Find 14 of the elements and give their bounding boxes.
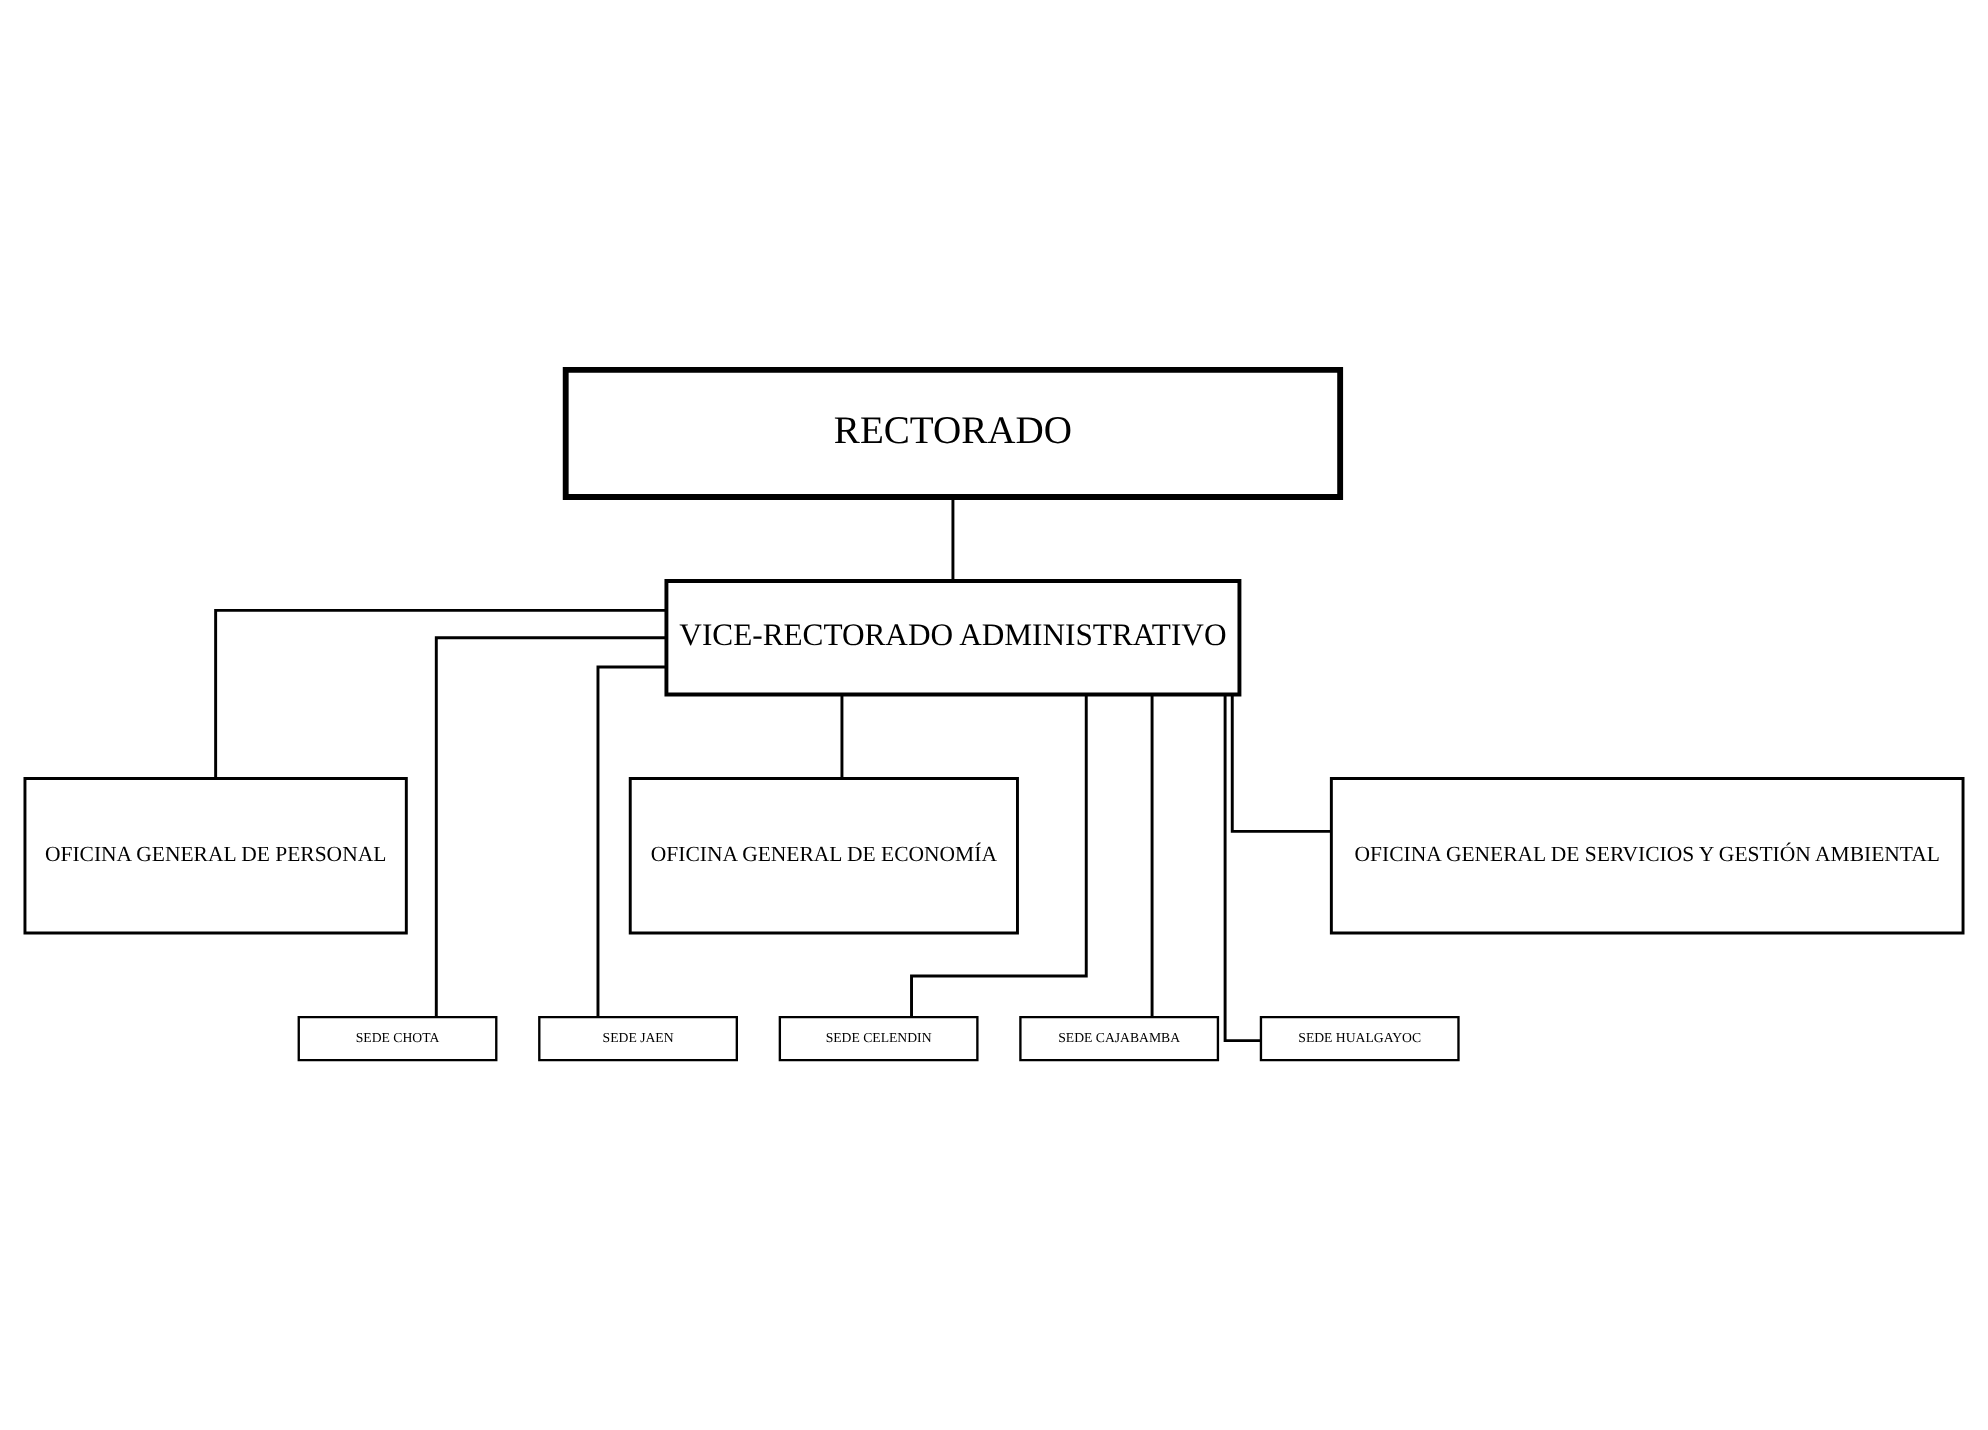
connector	[951, 497, 955, 581]
connector	[1150, 695, 1154, 1017]
node-box: OFICINA GENERAL DE PERSONAL	[23, 777, 408, 935]
node-box: VICE-RECTORADO ADMINISTRATIVO	[664, 579, 1242, 697]
node-box: OFICINA GENERAL DE SERVICIOS Y GESTIÓN AMBIENTAL	[1329, 777, 1965, 935]
connector	[214, 608, 667, 779]
connector	[434, 636, 666, 1018]
connector	[910, 695, 1088, 1017]
node-box: RECTORADO	[562, 366, 1344, 500]
connector	[840, 694, 844, 779]
connector	[1230, 694, 1332, 833]
connector	[596, 665, 667, 1018]
connector	[1223, 694, 1261, 1043]
node-box: OFICINA GENERAL DE ECONOMÍA	[628, 777, 1019, 935]
